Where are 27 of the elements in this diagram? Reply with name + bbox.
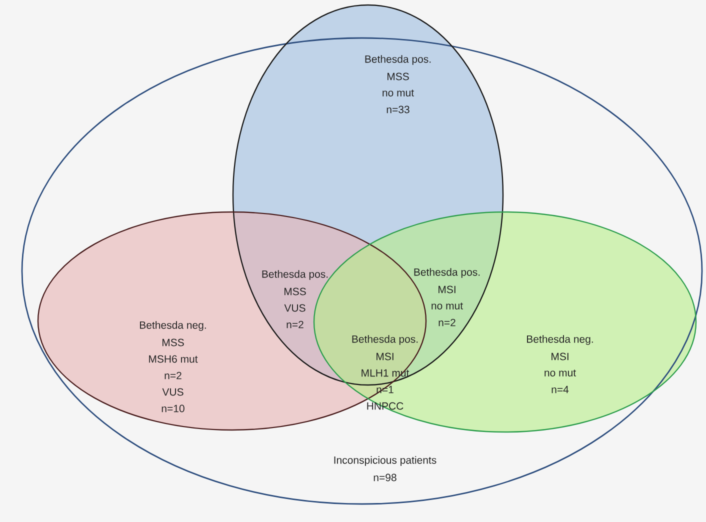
region-text: no mut (382, 90, 414, 96)
region-text: n=2 (164, 372, 182, 380)
overlap-text: n=2 (286, 320, 304, 328)
region-text: Bethesda neg. (140, 321, 206, 331)
overlap-text: MSS (284, 288, 306, 296)
region-text: VUS (162, 388, 184, 396)
overlap-text: VUS (284, 304, 306, 312)
region-text: MSH6 mut (149, 355, 198, 363)
overlap-text: Bethesda pos. (414, 268, 480, 278)
region-text: Inconspicious patients (334, 456, 436, 466)
overlap-text: MSI (376, 352, 394, 360)
node-text: Inconspicious patients n=98 (334, 456, 436, 482)
region-text: Bethesda neg. (527, 335, 593, 345)
region-text: n=98 (374, 474, 396, 482)
region-text: Bethesda pos. (365, 55, 431, 65)
region-text: n=10 (162, 404, 184, 412)
region-text: no mut (544, 370, 576, 376)
overlap-text: Bethesda pos. (262, 270, 328, 280)
overlap-text: MSI (438, 286, 456, 294)
region-text: MSS (162, 338, 184, 346)
region-text: n=4 (552, 386, 569, 394)
overlap-text: no mut (432, 302, 463, 310)
region-text: MSI (552, 352, 568, 360)
overlap-text: n=2 (438, 318, 456, 326)
overlap-text: Bethesda pos. (352, 335, 418, 345)
region-text: MSS (388, 72, 409, 80)
region-text: n=33 (386, 106, 410, 114)
